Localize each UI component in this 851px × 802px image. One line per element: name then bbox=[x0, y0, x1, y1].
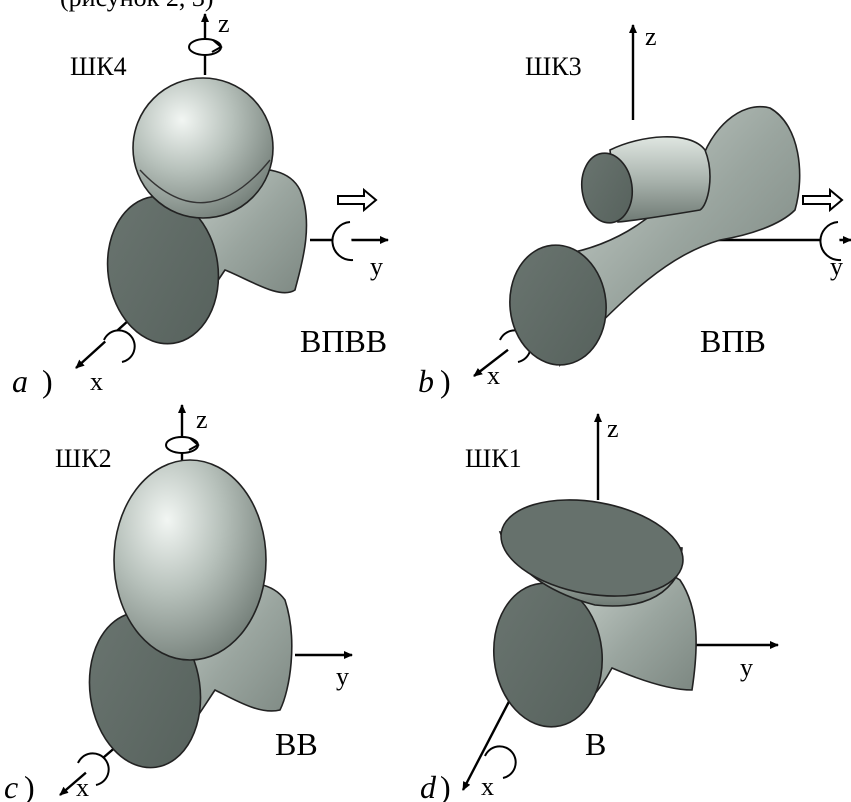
panel-letter: b bbox=[418, 363, 434, 399]
panel-letter: c bbox=[4, 769, 18, 802]
axis-label-z: z bbox=[218, 9, 230, 38]
cylinder-body bbox=[609, 136, 711, 223]
panel-paren: ) bbox=[440, 769, 451, 802]
panel-d: ШК1 z y x В d ) bbox=[420, 413, 779, 802]
pair-label: ВПВ bbox=[700, 323, 766, 359]
panel-paren: ) bbox=[42, 363, 53, 399]
axis-label-x: x bbox=[76, 773, 89, 802]
sphere-seam bbox=[139, 159, 271, 204]
panel-letter: d bbox=[420, 769, 437, 802]
pair-label: ВВ bbox=[275, 726, 318, 762]
axis-label-x: x bbox=[481, 772, 494, 801]
joint-code: ШК4 bbox=[70, 52, 127, 81]
sphere-head bbox=[132, 77, 274, 219]
axis-label-z: z bbox=[196, 405, 208, 434]
rotation-x-icon bbox=[103, 329, 136, 363]
cut-face bbox=[492, 582, 604, 728]
panel-a: ШК4 z y x ВПВВ a ) bbox=[12, 9, 389, 399]
joint-code: ШК2 bbox=[55, 444, 112, 473]
axis-label-y: y bbox=[740, 653, 753, 682]
rotation-y-icon bbox=[819, 221, 842, 262]
rotation-z-icon bbox=[165, 436, 200, 454]
cylinder-end-face bbox=[580, 152, 634, 224]
rotation-x-icon bbox=[77, 752, 110, 786]
axis-label-y: y bbox=[830, 252, 843, 281]
rotation-y-icon bbox=[331, 221, 354, 262]
rotation-z-icon bbox=[188, 38, 223, 56]
header-fragment: (рисунок 2, 3) bbox=[60, 0, 213, 12]
axis-label-x: x bbox=[90, 367, 103, 396]
axis-label-z: z bbox=[645, 22, 657, 51]
joint-code: ШК1 bbox=[465, 444, 522, 473]
joint-code: ШК3 bbox=[525, 52, 582, 81]
hyperboloid-end-face bbox=[509, 244, 607, 366]
panel-paren: ) bbox=[440, 363, 451, 399]
translation-y-icon bbox=[337, 187, 378, 213]
axis-label-y: y bbox=[370, 252, 383, 281]
panel-b: ШК3 z y x ВПВ b ) bbox=[418, 22, 851, 399]
axis-label-z: z bbox=[607, 414, 619, 443]
rotation-x-icon bbox=[484, 745, 517, 779]
x-axis bbox=[461, 689, 517, 791]
panel-c: ШК2 z y x ВВ c ) bbox=[4, 404, 353, 802]
pair-label: В bbox=[585, 726, 606, 762]
translation-y-icon bbox=[802, 187, 844, 213]
panel-letter: a bbox=[12, 363, 28, 399]
ellipsoid-head bbox=[113, 459, 267, 661]
axis-label-x: x bbox=[487, 361, 500, 390]
disk-top-face bbox=[500, 499, 684, 597]
axis-label-y: y bbox=[336, 662, 349, 691]
panel-paren: ) bbox=[24, 769, 35, 802]
pair-label: ВПВВ bbox=[300, 323, 387, 359]
